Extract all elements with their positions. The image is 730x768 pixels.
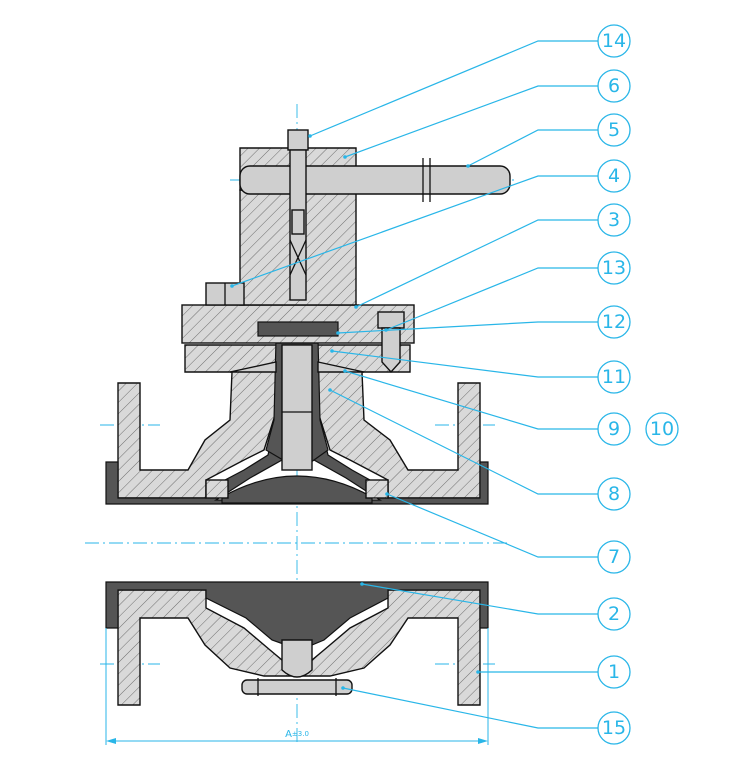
leader-11 (331, 350, 598, 378)
leader-12 (337, 321, 598, 334)
balloon-label: 4 (608, 165, 620, 187)
balloon-8: 8 (597, 477, 631, 511)
leader-tip-7 (385, 492, 389, 496)
leader-14 (309, 40, 598, 137)
leader-tip-15 (341, 686, 345, 690)
leader-3 (355, 219, 598, 308)
dimension-a: A±3.0 (105, 628, 489, 745)
dimension-label: A±3.0 (285, 729, 309, 740)
balloon-label: 12 (602, 311, 626, 333)
balloon-15: 15 (597, 711, 631, 745)
leader-2 (361, 583, 598, 615)
leader-tip-1 (476, 670, 480, 674)
balloon-label: 11 (602, 366, 626, 388)
valve-body-upper (117, 344, 481, 499)
leader-5 (467, 129, 598, 167)
balloon-label: 3 (608, 209, 620, 231)
body-lining-lower (105, 581, 489, 678)
balloon-13: 13 (597, 251, 631, 285)
balloon-label: 2 (608, 603, 620, 625)
balloon-3: 3 (597, 203, 631, 237)
valve-body-lower (117, 589, 481, 706)
leader-tip-5 (466, 164, 470, 168)
balloon-12: 12 (597, 305, 631, 339)
leader-tip-11 (330, 349, 334, 353)
leader-9 (344, 370, 598, 430)
leader-tip-2 (360, 582, 364, 586)
balloon-label: 15 (602, 717, 626, 739)
balloon-label: 5 (608, 119, 620, 141)
stem-assembly (229, 339, 365, 471)
leader-6 (344, 85, 598, 158)
handwheel (239, 147, 511, 202)
balloon-label: 13 (602, 257, 626, 279)
leader-lines (230, 40, 598, 729)
leader-13 (385, 267, 598, 331)
leader-4 (231, 175, 598, 287)
balloon-label: 8 (608, 483, 620, 505)
balloon-4: 4 (597, 159, 631, 193)
balloon-6: 6 (597, 69, 631, 103)
balloon-label: 9 (608, 418, 620, 440)
balloon-14: 14 (597, 24, 631, 58)
balloon-10: 10 (645, 412, 679, 446)
leader-tip-12 (336, 331, 340, 335)
balloon-label: 7 (608, 546, 620, 568)
leader-tip-3 (354, 305, 358, 309)
svg-text:10: 10 (650, 418, 674, 440)
leader-8 (329, 389, 598, 495)
balloon-9: 9 (597, 412, 631, 446)
leader-7 (386, 493, 598, 558)
flange-bolt (377, 311, 405, 374)
leader-tip-8 (328, 388, 332, 392)
balloon-5: 5 (597, 113, 631, 147)
leader-tip-14 (308, 134, 312, 138)
balloon-11: 11 (597, 360, 631, 394)
bottom-bolt (241, 678, 353, 696)
leader-tip-4 (230, 284, 234, 288)
leader-tip-6 (343, 155, 347, 159)
balloon-7: 7 (597, 540, 631, 574)
diaphragm (205, 475, 389, 504)
balloon-label: 6 (608, 75, 620, 97)
part-balloons: 14 6 5 4 3 13 12 11 9 8 7 2 1 15 (597, 24, 631, 745)
leader-15 (342, 687, 598, 729)
bonnet-tower (205, 189, 357, 306)
balloon-2: 2 (597, 597, 631, 631)
spindle (287, 129, 309, 301)
balloon-label: 14 (602, 30, 626, 52)
leader-tip-9 (343, 369, 347, 373)
balloon-label: 1 (608, 661, 620, 683)
balloon-1: 1 (597, 655, 631, 689)
